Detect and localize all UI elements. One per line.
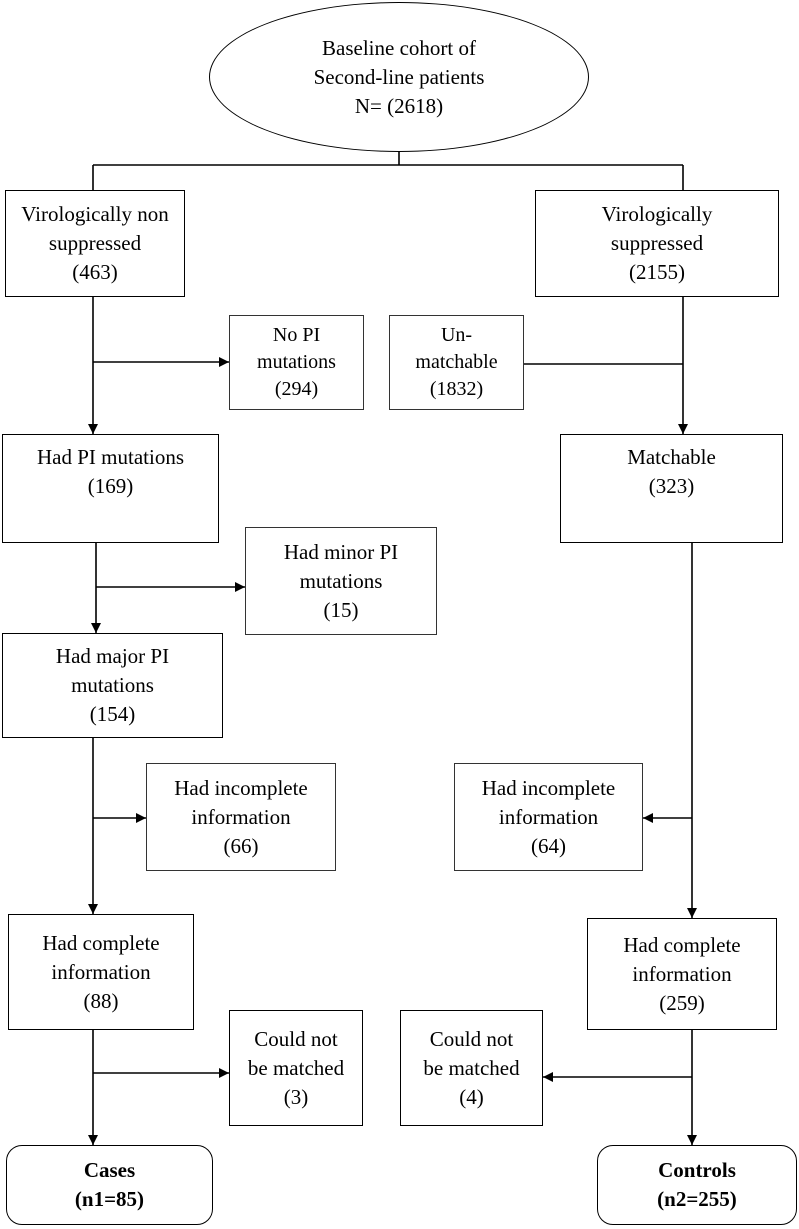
baseline-line-3: N= (2618) (354, 93, 444, 118)
complete-left-count: (88) (83, 988, 119, 1013)
complete-right-count: (259) (659, 990, 705, 1015)
non-suppressed-line-1: Virologically non (21, 202, 169, 226)
controls-count: (n2=255) (657, 1187, 737, 1211)
no-pi-line-2: mutations (257, 351, 336, 373)
incomplete-left-line-1: Had incomplete (174, 775, 308, 800)
baseline-line-1: Baseline cohort of (322, 35, 476, 60)
major-pi-count: (154) (89, 702, 136, 726)
minor-pi-count: (15) (323, 597, 359, 622)
incomplete-right-count: (64) (531, 833, 566, 858)
not-matched-right-node: Could not be matched (4) (400, 1010, 543, 1126)
minor-pi-line-1: Had minor PI (283, 539, 399, 564)
not-matched-right-count: (4) (459, 1084, 484, 1109)
cases-label: Cases (83, 1158, 136, 1182)
incomplete-information-left-node: Had incomplete information (66) (146, 763, 336, 871)
complete-information-left-node: Had complete information (88) (8, 914, 194, 1030)
unmatchable-node: Un- matchable (1832) (389, 315, 524, 410)
virologically-non-suppressed-node: Virologically non suppressed (463) (5, 190, 185, 297)
incomplete-right-line-2: information (498, 804, 599, 829)
incomplete-left-line-2: information (191, 804, 291, 829)
not-matched-right-line-1: Could not (429, 1026, 514, 1051)
incomplete-left-count: (66) (223, 833, 259, 858)
not-matched-right-line-2: be matched (423, 1055, 520, 1080)
virologically-suppressed-node: Virologically suppressed (2155) (535, 190, 779, 297)
not-matched-left-line-1: Could not (254, 1026, 338, 1051)
no-pi-count: (294) (274, 378, 319, 400)
unmatchable-count: (1832) (429, 378, 484, 400)
matchable-line-1: Matchable (627, 445, 716, 469)
not-matched-left-count: (3) (283, 1084, 309, 1109)
complete-right-line-2: information (632, 961, 732, 986)
suppressed-line-1: Virologically (601, 202, 713, 226)
major-pi-line-1: Had major PI (55, 644, 170, 668)
complete-left-line-1: Had complete (42, 930, 160, 955)
controls-node: Controls (n2=255) (597, 1145, 797, 1225)
complete-left-line-2: information (51, 959, 151, 984)
incomplete-information-right-node: Had incomplete information (64) (454, 763, 643, 871)
matchable-count: (323) (648, 474, 695, 498)
incomplete-right-line-1: Had incomplete (481, 775, 616, 800)
suppressed-line-2: suppressed (610, 231, 704, 255)
major-pi-mutations-node: Had major PI mutations (154) (2, 633, 223, 738)
complete-right-line-1: Had complete (623, 932, 741, 957)
not-matched-left-line-2: be matched (247, 1055, 345, 1080)
minor-pi-line-2: mutations (299, 568, 383, 593)
had-pi-mutations-node: Had PI mutations (169) (2, 434, 219, 543)
had-pi-line-1: Had PI mutations (37, 445, 184, 469)
cases-node: Cases (n1=85) (6, 1145, 213, 1225)
unmatchable-line-2: matchable (415, 351, 498, 373)
minor-pi-mutations-node: Had minor PI mutations (15) (245, 527, 437, 635)
non-suppressed-count: (463) (72, 260, 118, 284)
baseline-line-2: Second-line patients (313, 64, 485, 89)
complete-information-right-node: Had complete information (259) (587, 918, 777, 1030)
unmatchable-line-1: Un- (440, 324, 473, 346)
suppressed-count: (2155) (629, 260, 685, 284)
major-pi-line-2: mutations (71, 673, 154, 697)
no-pi-line-1: No PI (272, 324, 321, 346)
had-pi-count: (169) (87, 474, 134, 498)
non-suppressed-line-2: suppressed (48, 231, 142, 255)
no-pi-mutations-node: No PI mutations (294) (229, 315, 364, 410)
cases-count: (n1=85) (74, 1187, 145, 1211)
controls-label: Controls (658, 1158, 736, 1182)
baseline-cohort-node: Baseline cohort of Second-line patients … (209, 2, 589, 152)
not-matched-left-node: Could not be matched (3) (229, 1010, 363, 1126)
matchable-node: Matchable (323) (560, 434, 783, 543)
